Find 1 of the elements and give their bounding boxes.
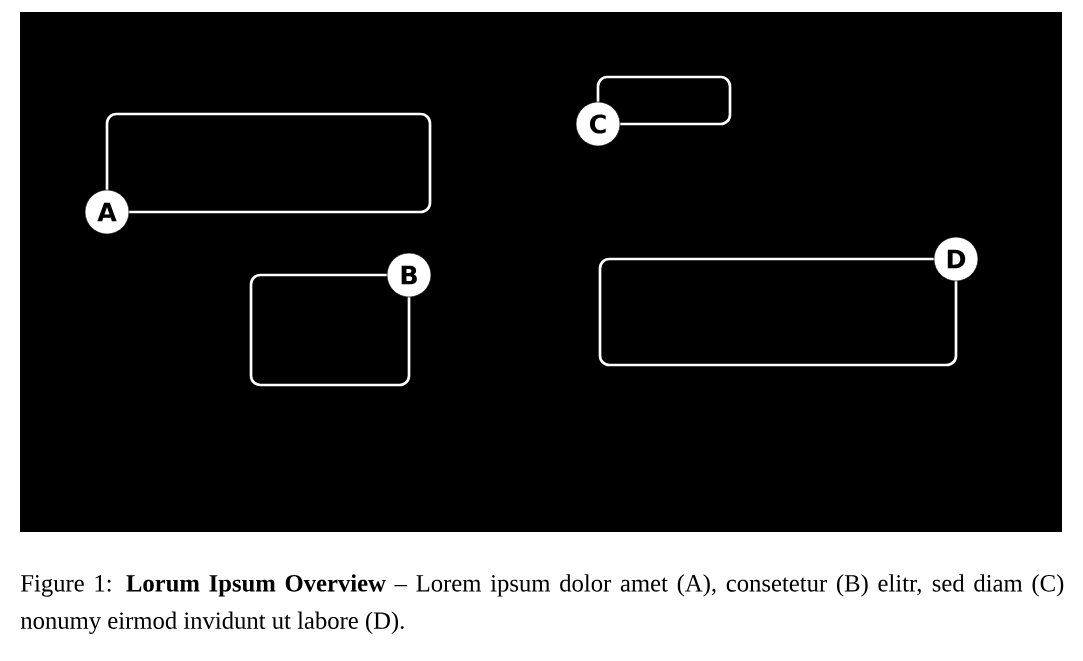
figure-caption: Figure 1: Lorum Ipsum Overview – Lorem ipsum dolor amet (A), consetetur (B) elitr, sed diam (C) nonumy eirmod invidunt ut labore (D). <box>20 574 1064 635</box>
